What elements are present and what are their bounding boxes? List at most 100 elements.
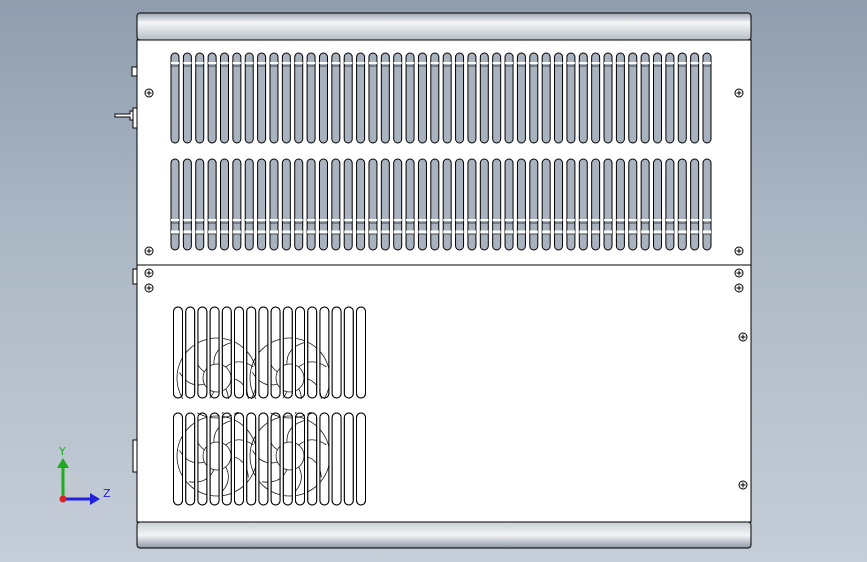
upper-slot	[467, 52, 477, 144]
upper-slot	[318, 52, 328, 144]
slot-web	[341, 412, 344, 506]
slot-web	[244, 306, 247, 399]
slot-outline	[195, 52, 205, 144]
lower-slot-edge	[197, 412, 208, 506]
slot-web	[353, 412, 356, 506]
lower-slot-edge	[246, 412, 257, 506]
fan-blade	[286, 420, 305, 443]
lower-slot-edge	[173, 412, 183, 506]
upper-slot	[294, 158, 304, 251]
slot-outline	[591, 158, 601, 251]
fan-blade	[252, 372, 278, 386]
slot-outline	[578, 52, 588, 144]
slot-outline	[356, 158, 366, 251]
upper-slot	[244, 52, 254, 144]
slot-outline	[306, 52, 316, 144]
upper-slot	[182, 52, 192, 144]
upper-slot	[269, 52, 279, 144]
slot-outline	[467, 158, 477, 251]
triad-quadrant	[63, 471, 91, 499]
slot-outline	[529, 52, 539, 144]
lower-slot-edge	[197, 306, 208, 399]
lower-slot-edge	[246, 306, 257, 399]
slot-outline	[331, 158, 341, 251]
upper-slot	[405, 158, 415, 251]
upper-slot	[170, 52, 180, 144]
slot-outline	[356, 52, 366, 144]
slot-outline	[170, 158, 180, 251]
slot-outline	[331, 52, 341, 144]
slot-outline	[690, 158, 700, 251]
upper-slot	[170, 158, 180, 251]
upper-slot	[653, 158, 663, 251]
fan-blade	[252, 450, 278, 464]
upper-slot	[665, 52, 675, 144]
slot-web	[207, 412, 210, 506]
upper-slot	[343, 52, 353, 144]
upper-slot	[195, 158, 205, 251]
upper-slot	[219, 52, 229, 144]
slot-web	[317, 412, 320, 506]
slot-outline	[529, 158, 539, 251]
slot-outline	[368, 158, 378, 251]
upper-slot	[393, 52, 403, 144]
slot-outline	[566, 52, 576, 144]
slot-outline	[318, 52, 328, 144]
fan-blade	[213, 342, 232, 365]
upper-slot	[356, 158, 366, 251]
slot-outline	[182, 158, 192, 251]
upper-slot	[306, 52, 316, 144]
fan-blade	[286, 342, 305, 365]
lower-vent-slots	[140, 275, 396, 521]
slot-web	[219, 412, 222, 506]
slot-outline	[628, 158, 638, 251]
lower-slot-edge	[331, 412, 342, 506]
upper-slot	[281, 158, 291, 251]
upper-slot	[566, 52, 576, 144]
slot-outline	[504, 52, 514, 144]
slot-web	[353, 306, 356, 399]
slot-web	[280, 412, 283, 506]
slot-outline	[516, 52, 526, 144]
slot-outline	[219, 158, 229, 251]
slot-outline	[702, 52, 712, 144]
slot-outline	[257, 52, 267, 144]
upper-slot	[294, 52, 304, 144]
upper-vent-slots	[170, 52, 712, 251]
slot-outline	[393, 52, 403, 144]
screw	[734, 283, 744, 293]
upper-slot	[554, 158, 564, 251]
slot-outline	[170, 52, 180, 144]
lower-slot-edge	[356, 306, 366, 399]
fan-blade	[225, 361, 254, 368]
upper-slot	[442, 52, 452, 144]
screw	[734, 246, 744, 256]
slot-outline	[380, 52, 390, 144]
slot-outline	[541, 52, 551, 144]
side-fittings	[114, 66, 138, 473]
slot-outline	[318, 158, 328, 251]
slot-web	[305, 306, 308, 399]
slot-outline	[492, 52, 502, 144]
upper-slot	[615, 158, 625, 251]
slot-web	[195, 306, 198, 399]
slot-outline	[479, 52, 489, 144]
slot-left-margin	[140, 300, 172, 515]
slot-outline	[232, 52, 242, 144]
upper-slot	[578, 158, 588, 251]
enclosure[interactable]	[114, 12, 752, 549]
slot-outline	[677, 52, 687, 144]
upper-slot	[380, 52, 390, 144]
upper-slot	[591, 52, 601, 144]
upper-slot	[492, 52, 502, 144]
fan-blade	[213, 420, 232, 443]
upper-slot	[331, 158, 341, 251]
z-axis-label: Z	[103, 487, 111, 500]
lower-slot-edge	[307, 306, 318, 399]
upper-slot	[343, 158, 353, 251]
slot-outline	[244, 52, 254, 144]
upper-slot	[702, 158, 712, 251]
slot-outline	[665, 158, 675, 251]
lower-slot-edge	[258, 412, 269, 506]
